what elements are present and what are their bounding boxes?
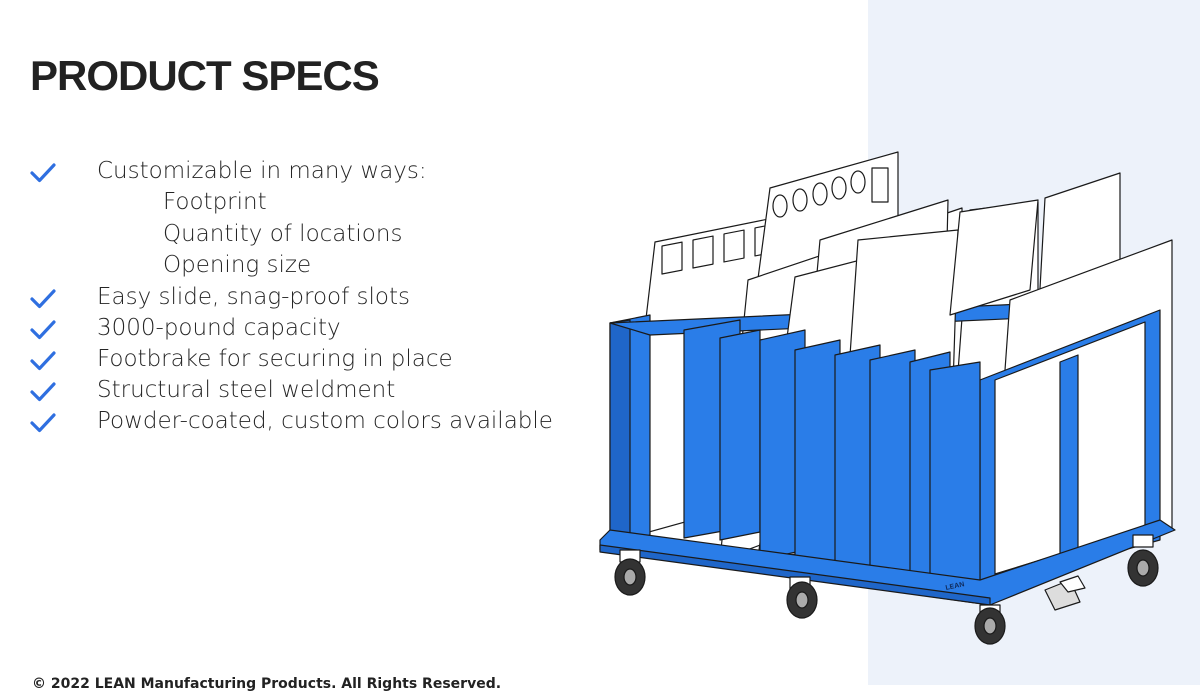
cart-frame bbox=[599, 309, 1176, 606]
check-icon bbox=[30, 350, 56, 370]
spec-sublist: Footprint Quantity of locations Opening … bbox=[163, 187, 630, 282]
caster-wheel bbox=[1127, 534, 1159, 587]
page-title: PRODUCT SPECS bbox=[30, 52, 380, 99]
copyright-footer: © 2022 LEAN Manufacturing Products. All … bbox=[32, 676, 502, 692]
cart-brand-label: LEAN bbox=[945, 581, 965, 592]
caster-wheel bbox=[786, 576, 818, 619]
spec-list: Customizable in many ways: Footprint Qua… bbox=[30, 156, 630, 437]
check-icon bbox=[30, 163, 56, 183]
check-icon bbox=[30, 381, 56, 401]
spec-item: Easy slide, snag-proof slots bbox=[30, 282, 630, 313]
caster-wheel bbox=[614, 549, 646, 596]
spec-item-text: Customizable in many ways: bbox=[97, 158, 427, 184]
spec-item: Footbrake for securing in place bbox=[30, 344, 630, 375]
spec-item: Structural steel weldment bbox=[30, 375, 630, 406]
panel-cart-illustration: LEAN bbox=[599, 151, 1176, 645]
footbrake bbox=[1044, 575, 1086, 611]
spec-subitem: Opening size bbox=[163, 252, 312, 278]
spec-item-text: Footbrake for securing in place bbox=[97, 345, 453, 372]
check-icon bbox=[30, 288, 56, 308]
spec-item: 3000-pound capacity bbox=[30, 313, 630, 344]
spec-item: Customizable in many ways: bbox=[30, 156, 630, 187]
sheet-panel bbox=[949, 199, 1039, 316]
cart-frame bbox=[759, 329, 951, 583]
spec-item-text: 3000-pound capacity bbox=[97, 314, 341, 341]
spec-subitem: Quantity of locations bbox=[163, 220, 403, 247]
spec-subitem: Footprint bbox=[163, 189, 267, 215]
spec-item-text: Powder-coated, custom colors available bbox=[97, 407, 553, 434]
check-icon bbox=[30, 319, 56, 339]
spec-item-text: Structural steel weldment bbox=[97, 376, 396, 403]
check-icon bbox=[30, 412, 56, 432]
spec-item: Powder-coated, custom colors available bbox=[30, 406, 630, 437]
caster-wheel bbox=[974, 604, 1006, 645]
spec-item-text: Easy slide, snag-proof slots bbox=[97, 283, 410, 310]
